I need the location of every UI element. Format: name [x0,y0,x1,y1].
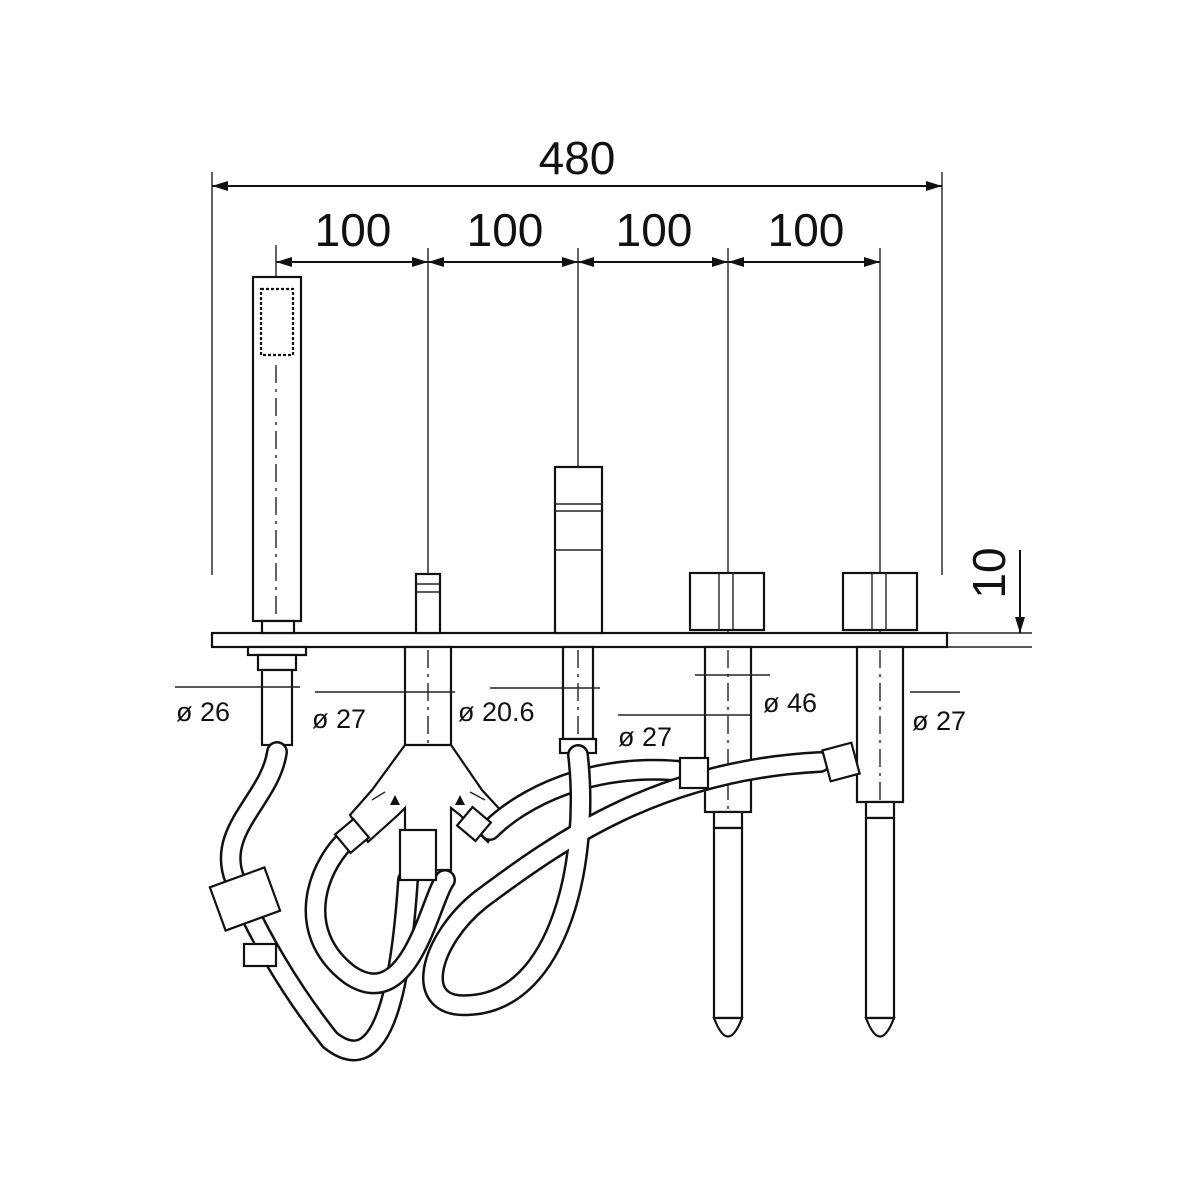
diverter-diameter: ø 27 [312,704,366,734]
deck-height-label: 10 [963,547,1015,598]
hand-shower-diameter: ø 26 [176,697,230,727]
spacing-dimension-chain [275,245,881,635]
spacing-label-2: 100 [467,204,544,256]
valve-1-body-diameter: ø 46 [763,688,817,718]
hose-fittings [208,741,861,968]
spacing-label-1: 100 [315,204,392,256]
hoses [219,741,831,1062]
spout-diameter: ø 20.6 [458,697,535,727]
spacing-label-3: 100 [616,204,693,256]
overall-dimension [211,172,943,575]
hand-shower [246,275,308,747]
spout [553,465,604,755]
spacing-label-4: 100 [768,204,845,256]
deck-height-dimension [948,550,1032,648]
valve-1-shank-diameter: ø 27 [618,722,672,752]
deck-plate [210,631,949,649]
valve-2 [841,571,919,1038]
diverter [348,572,507,872]
valve-2-shank-diameter: ø 27 [912,706,966,736]
diameter-leaders [175,674,960,716]
overall-width-label: 480 [539,132,616,184]
